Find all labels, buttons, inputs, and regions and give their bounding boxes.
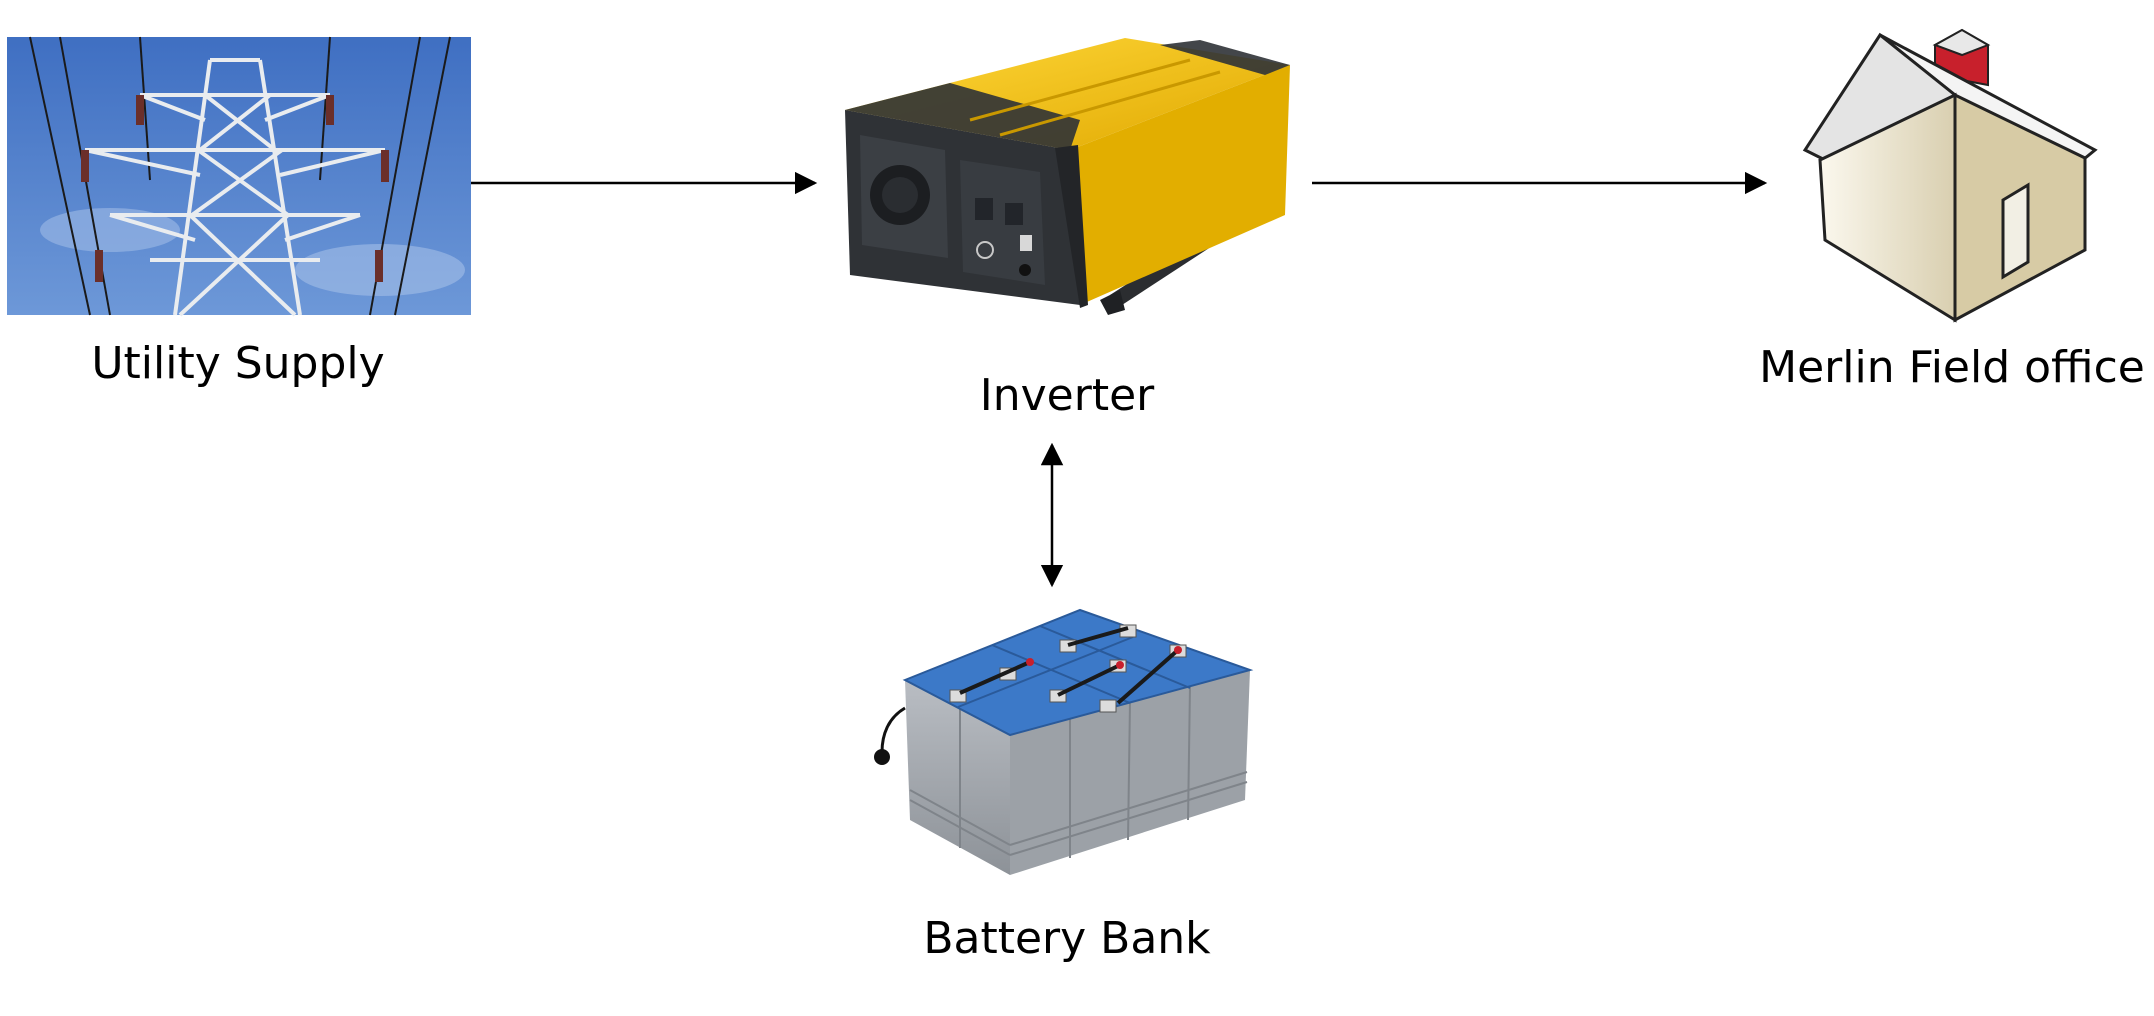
- battery-node: Battery Bank: [874, 608, 1254, 964]
- battery-bank-label: Battery Bank: [923, 913, 1211, 964]
- office-label: Merlin Field office: [1759, 342, 2145, 393]
- utility-supply-node: Utility Supply: [7, 36, 471, 389]
- utility-supply-label: Utility Supply: [91, 338, 384, 389]
- battery-bank-icon: [874, 608, 1254, 875]
- inverter-node: Inverter: [845, 38, 1290, 421]
- inverter-icon: [845, 38, 1290, 315]
- inverter-label: Inverter: [980, 370, 1155, 421]
- office-node: Merlin Field office: [1759, 28, 2145, 393]
- transmission-tower-icon: [7, 36, 471, 317]
- house-icon: [1802, 28, 2098, 323]
